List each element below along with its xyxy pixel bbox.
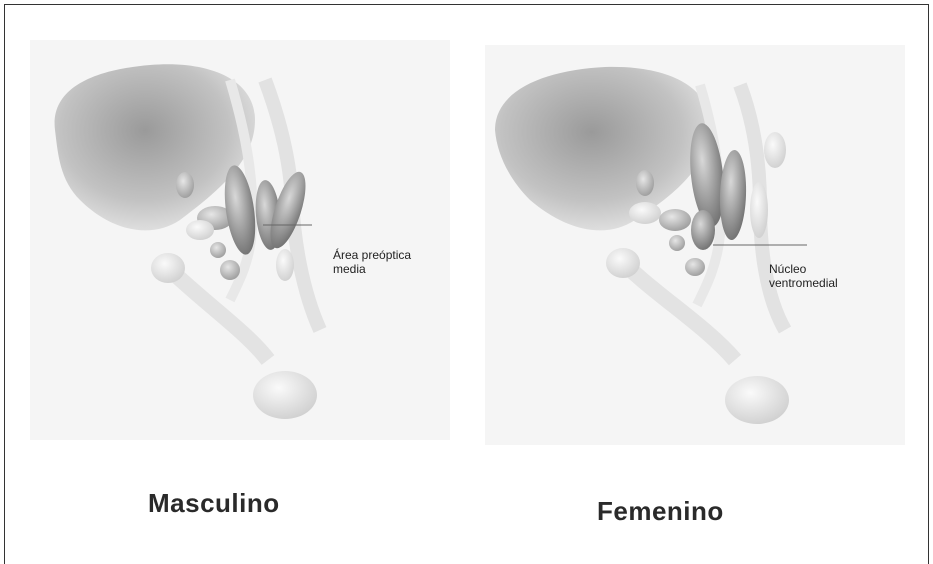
female-brain-illustration xyxy=(485,45,905,445)
pituitary-gland xyxy=(253,371,317,419)
optic-chiasm xyxy=(151,253,185,283)
nucleus xyxy=(276,249,294,281)
optic-chiasm xyxy=(606,248,640,278)
male-brain-panel xyxy=(30,40,450,440)
nucleus xyxy=(764,132,786,168)
caption-masculino: Masculino xyxy=(148,488,280,519)
female-brain-panel xyxy=(485,45,905,445)
nucleus xyxy=(659,209,691,231)
label-area-preoptica-media: Área preóptica media xyxy=(333,248,411,276)
nucleus xyxy=(186,220,214,240)
nucleus xyxy=(210,242,226,258)
caption-femenino: Femenino xyxy=(597,496,724,527)
nucleus xyxy=(629,202,661,224)
pituitary-gland xyxy=(725,376,789,424)
male-brain-illustration xyxy=(30,40,450,440)
ventromedial-nucleus xyxy=(691,210,715,250)
nucleus xyxy=(176,172,194,198)
label-nucleo-ventromedial: Núcleo ventromedial xyxy=(769,262,838,290)
nucleus xyxy=(750,182,768,238)
nucleus xyxy=(220,260,240,280)
nucleus xyxy=(636,170,654,196)
nucleus xyxy=(669,235,685,251)
nucleus xyxy=(685,258,705,276)
